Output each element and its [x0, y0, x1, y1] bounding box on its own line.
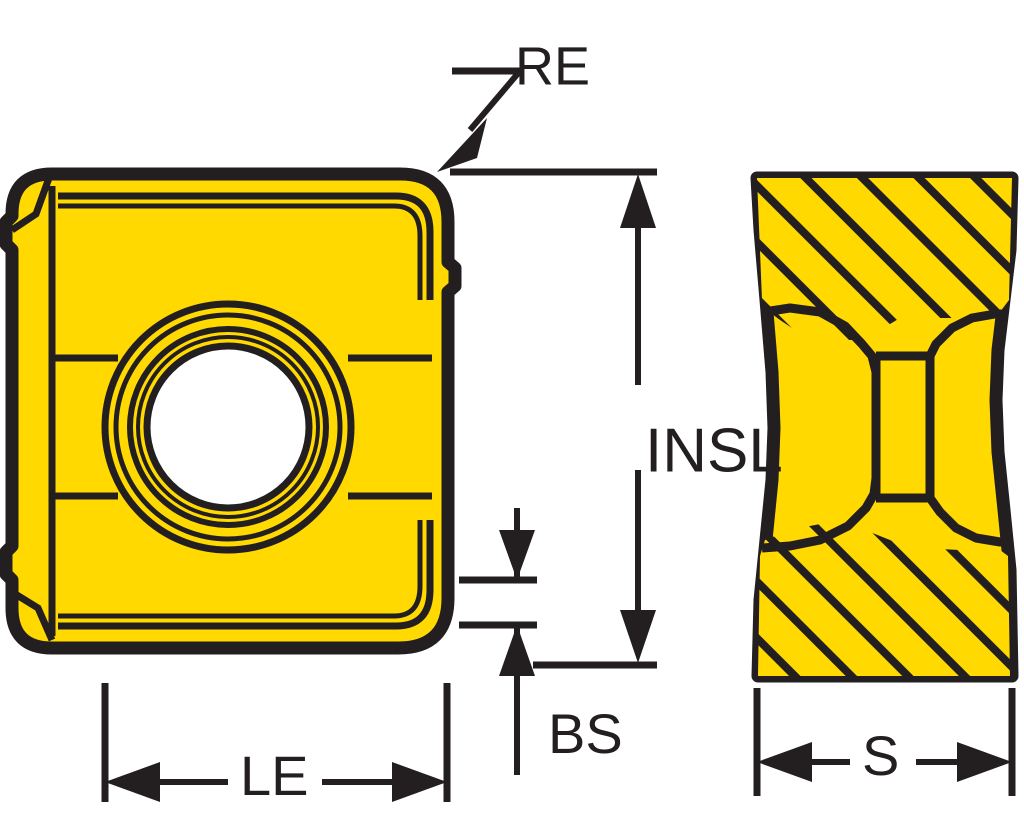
dim-re: [437, 67, 523, 172]
bs-arrow-lower: [499, 625, 535, 676]
le-arrow-right: [392, 762, 447, 802]
s-arrow-left: [757, 742, 812, 782]
front-view-corner-bevel-ul: [10, 176, 53, 233]
re-arrowhead: [437, 118, 487, 172]
front-view-top-chamfer: [58, 192, 434, 300]
insl-arrow-bottom: [620, 610, 656, 663]
label-s: S: [862, 724, 899, 787]
re-leader-line: [467, 69, 523, 132]
side-view-section: [750, 171, 1019, 683]
dim-le: [101, 683, 451, 802]
dim-insl: [450, 168, 657, 669]
label-bs: BS: [548, 702, 623, 765]
dim-bs: [459, 508, 537, 775]
label-re: RE: [515, 36, 590, 96]
front-view-bottom-chamfer: [58, 520, 434, 630]
front-view-bore: [143, 342, 313, 512]
label-insl: INSL: [645, 416, 783, 485]
label-le: LE: [240, 744, 309, 807]
le-arrow-left: [105, 762, 160, 802]
insl-arrow-top: [620, 174, 656, 228]
dim-s: [753, 688, 1016, 796]
s-arrow-right: [957, 742, 1012, 782]
front-view: [0, 167, 462, 655]
front-view-bottom-chamfer-2: [58, 520, 423, 619]
front-view-top-chamfer-2: [58, 203, 423, 300]
front-view-corner-bevel-ll: [10, 589, 56, 642]
bs-arrow-upper: [499, 530, 535, 580]
